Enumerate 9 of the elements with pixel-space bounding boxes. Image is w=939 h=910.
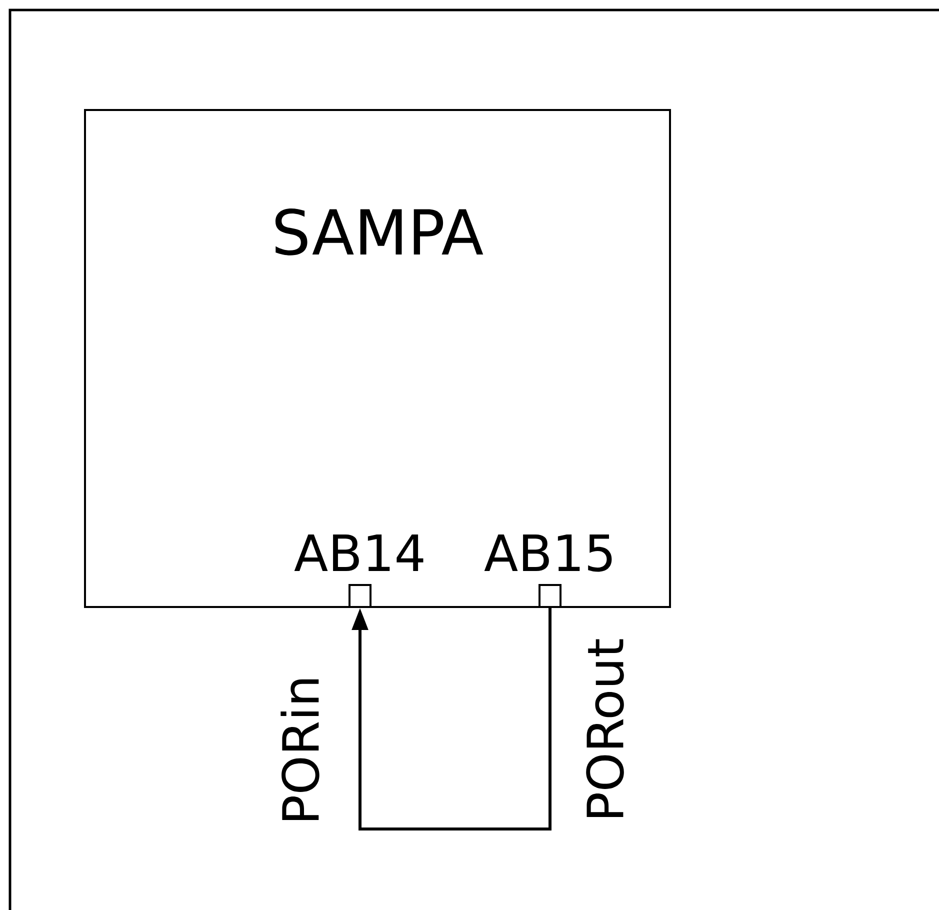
pin-label: AB14 [294, 534, 424, 571]
arrow [352, 608, 552, 830]
chip-box [84, 109, 671, 608]
chip-name: SAMPA [275, 208, 484, 256]
pin-label: AB15 [484, 534, 612, 572]
pin-pad [348, 584, 372, 608]
signal-name: PORout [586, 639, 624, 818]
signal-name: PORin [280, 679, 320, 820]
pin-pad [538, 584, 562, 608]
